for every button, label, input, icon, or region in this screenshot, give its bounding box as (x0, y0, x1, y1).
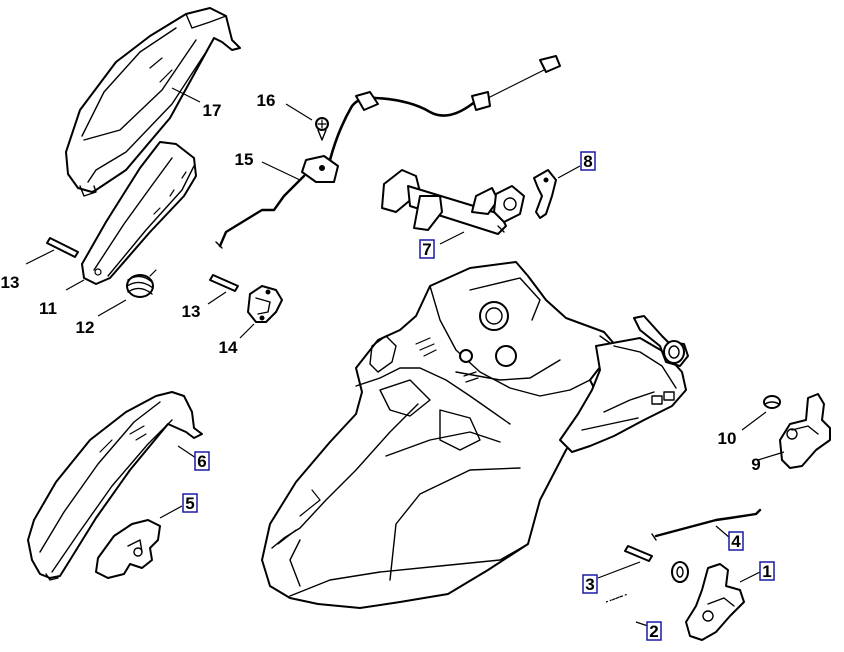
part-11-handle-moulding (81, 141, 197, 285)
part-16-screw (315, 117, 329, 141)
callout-3: 3 (582, 574, 598, 594)
part-4-wire-rod (651, 508, 762, 541)
callout-11: 11 (39, 299, 57, 318)
leader-lines (25, 87, 785, 627)
part-3-pin (624, 545, 653, 562)
part-2-ring (671, 561, 689, 583)
part-15-throttle-rod (215, 174, 306, 249)
callout-6: 6 (194, 451, 210, 471)
housing-rear-knob (633, 315, 689, 367)
svg-text:7: 7 (422, 240, 431, 259)
callout-8: 8 (580, 151, 596, 171)
part-8-lever (533, 169, 557, 219)
part-17-handle-cover (65, 7, 241, 197)
callout-13-left: 13 (1, 273, 20, 292)
callout-4: 4 (728, 531, 744, 551)
part-1-interlock-lever (685, 563, 745, 641)
svg-text:8: 8 (583, 152, 592, 171)
callout-9: 9 (751, 455, 760, 474)
part-10-spring (763, 395, 781, 409)
housing-rear-handle (559, 337, 687, 453)
callout-1: 1 (759, 561, 775, 581)
part-5-throttle-trigger (95, 519, 161, 579)
callout-10: 10 (718, 429, 737, 448)
callout-2: 2 (646, 621, 662, 641)
part-14-bracket (247, 285, 283, 323)
svg-text:3: 3 (585, 575, 594, 594)
callout-16: 16 (257, 91, 276, 110)
callout-15: 15 (235, 150, 254, 169)
callout-labels: 1 2 3 4 5 6 7 8 9 10 1 (1, 91, 775, 641)
svg-text:5: 5 (185, 494, 194, 513)
part-12-spring (126, 269, 157, 298)
callout-5: 5 (182, 493, 198, 513)
callout-13-right: 13 (182, 302, 201, 321)
svg-text:2: 2 (649, 622, 658, 641)
callout-7: 7 (419, 239, 435, 259)
part-13-pin-right (209, 274, 239, 292)
part-7-throttle-shaft (381, 169, 525, 235)
svg-text:6: 6 (197, 452, 206, 471)
callout-17: 17 (203, 101, 222, 120)
part-9-trigger (779, 393, 831, 469)
svg-text:1: 1 (762, 562, 771, 581)
svg-text:4: 4 (731, 532, 741, 551)
callout-12: 12 (76, 318, 95, 337)
part-13-pin-left (46, 237, 79, 258)
part-6-lower-handle (27, 391, 203, 581)
callout-14: 14 (219, 338, 238, 357)
main-housing (261, 261, 617, 609)
throttle-cable (301, 55, 561, 183)
